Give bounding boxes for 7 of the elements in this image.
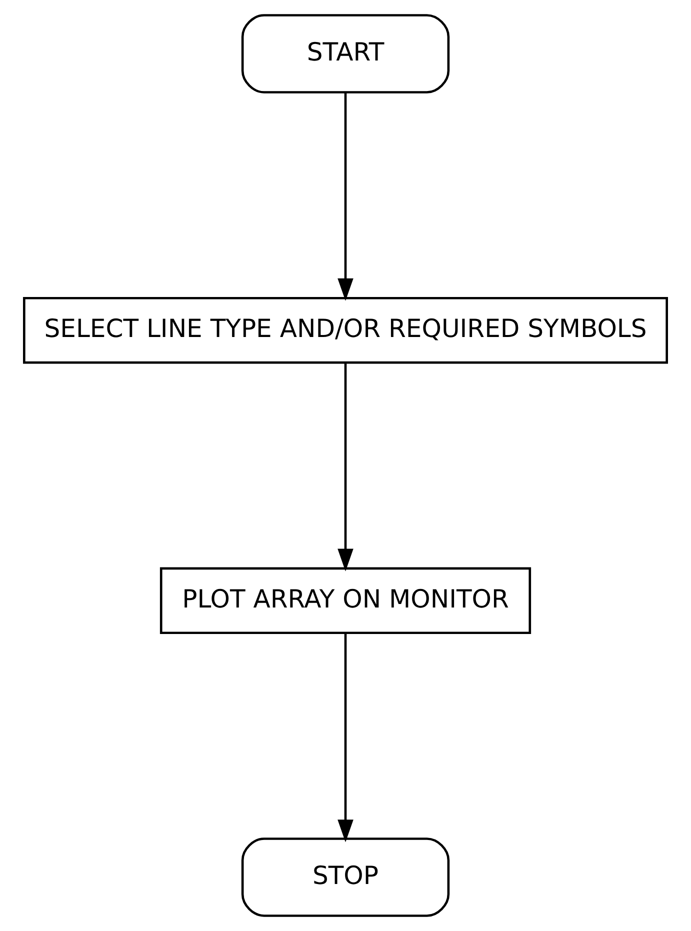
node-box: STOP — [241, 838, 450, 917]
node-box: PLOT ARRAY ON MONITOR — [160, 567, 532, 634]
arrow — [338, 633, 354, 842]
node-box: SELECT LINE TYPE AND/OR REQUIRED SYMBOLS — [23, 296, 668, 364]
arrow — [338, 362, 354, 572]
node-box: START — [241, 14, 450, 94]
arrow — [338, 92, 354, 301]
